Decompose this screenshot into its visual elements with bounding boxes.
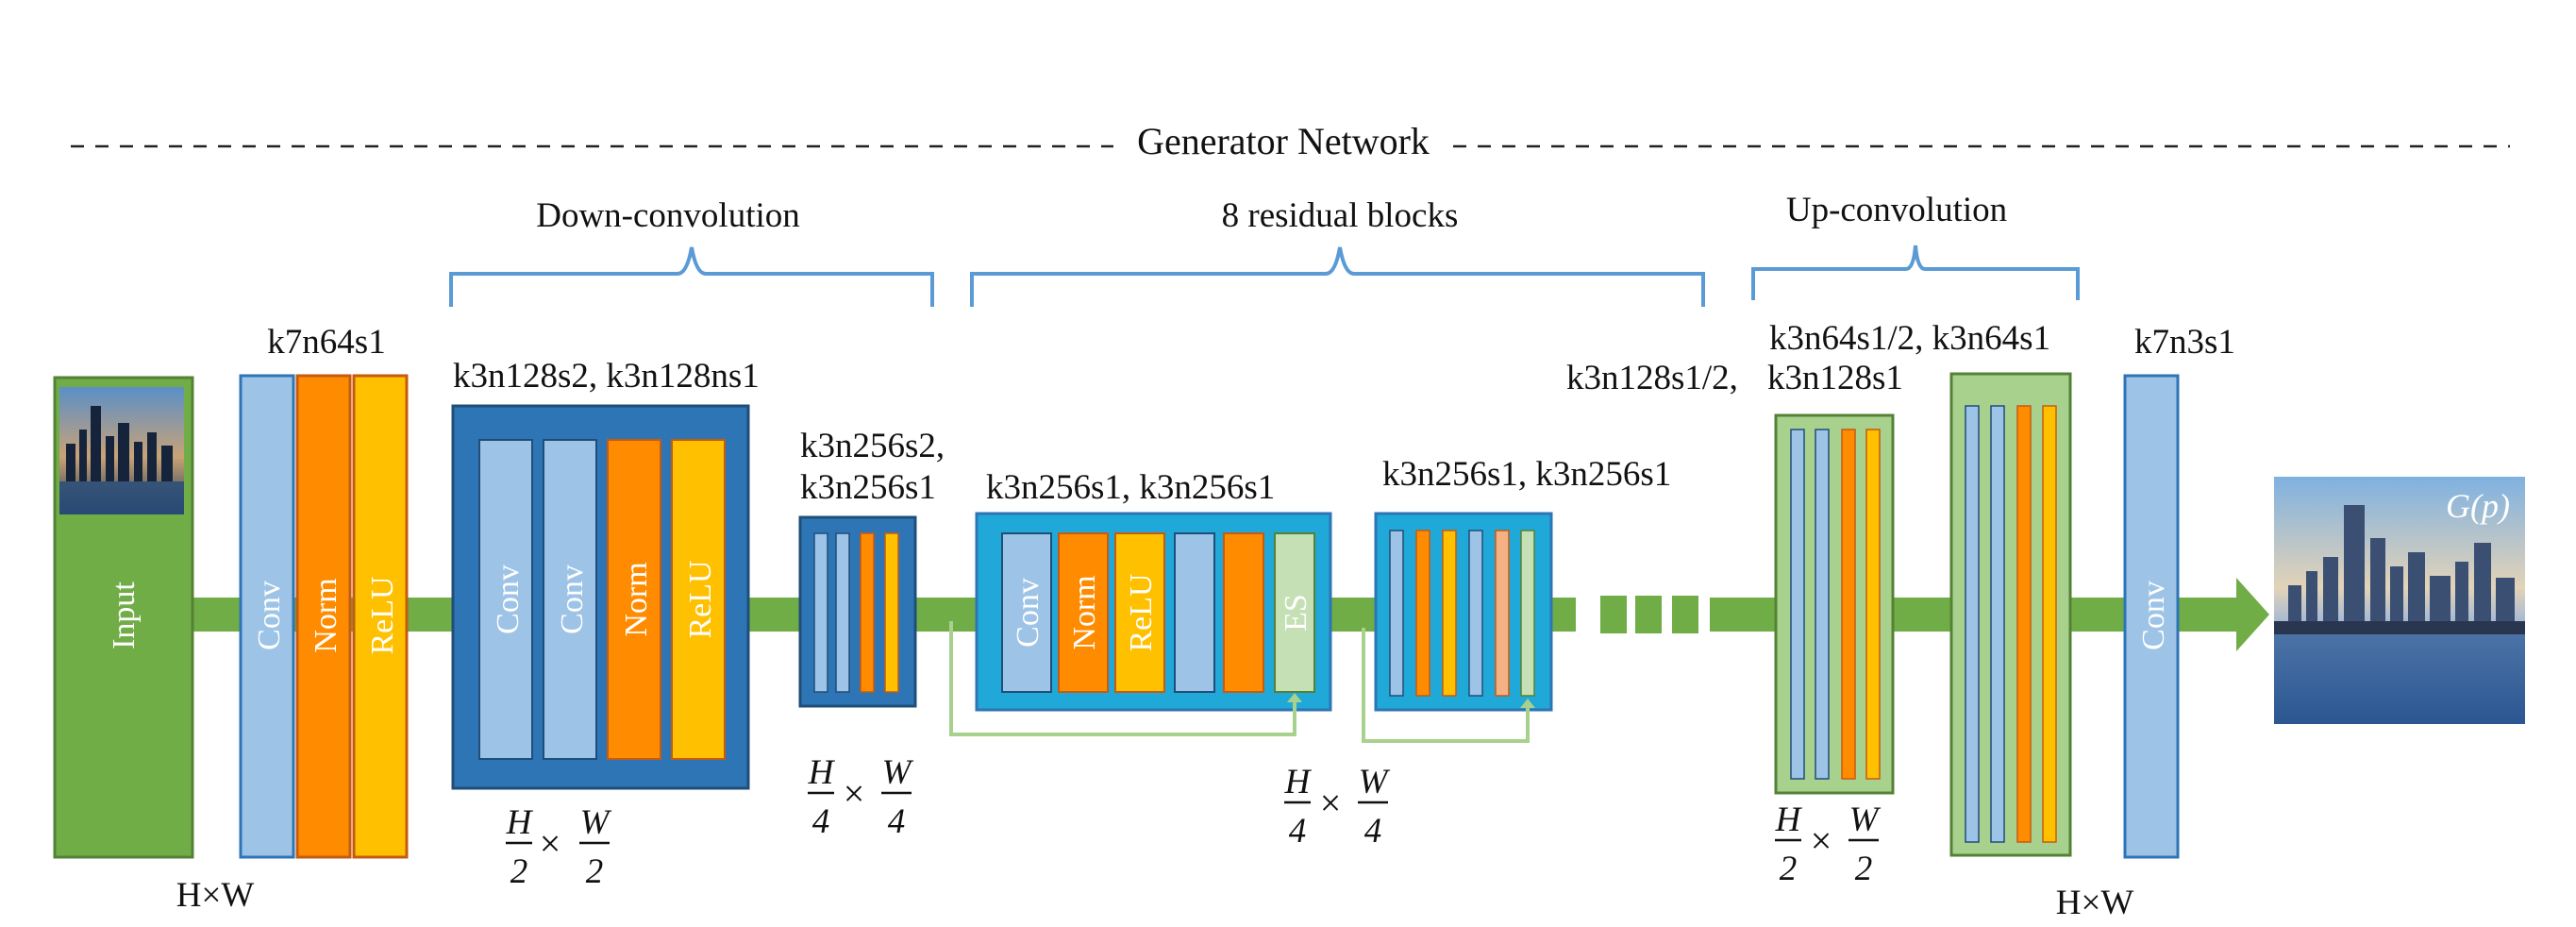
down-convolution-label: Down-convolution [536,196,800,235]
up-block-1 [1774,413,1895,795]
down-brace [449,246,934,307]
input-size: H×W [176,876,255,915]
down-block-2-size: H 4 × W 4 [808,753,914,841]
relu-label: ReLU [683,560,718,638]
conv-label: Conv [252,581,287,650]
residual-skip-2 [1362,628,1535,743]
output-label: G(p) [2446,487,2510,525]
residual-brace [970,246,1705,307]
first-conv-layer: Conv [239,374,295,859]
svg-text:W: W [882,753,914,792]
relu-label: ReLU [365,576,400,654]
up-block-1-label-line1: k3n128s1/2, [1566,359,1738,397]
k3n256s2-label: k3n256s2, [800,427,945,465]
up-block-2 [1949,372,2072,857]
down-block-1-size: H 2 × W 2 [506,803,612,891]
residual-skip-1 [949,621,1302,736]
relu-label: ReLU [1124,573,1159,651]
residual-blocks-label: 8 residual blocks [1222,196,1459,235]
svg-text:2: 2 [1780,850,1798,888]
down-block-2 [798,515,917,708]
svg-text:W: W [580,803,612,842]
norm-label: Norm [1067,575,1102,649]
input-label: Input [107,581,142,649]
up-convolution-label: Up-convolution [1786,191,2007,229]
svg-text:×: × [1320,782,1342,824]
residual-block-2 [1374,512,1553,712]
svg-text:×: × [1811,819,1832,862]
output-size: H×W [2056,884,2134,922]
svg-text:W: W [1359,763,1391,801]
down-block-label: k3n128s2, k3n128ns1 [453,357,760,396]
svg-text:H: H [808,753,836,792]
conv-label: Conv [491,565,526,634]
es-label: ES [1279,594,1313,632]
svg-text:4: 4 [1289,812,1307,851]
svg-text:H: H [506,803,534,842]
k7n64s1-label: k7n64s1 [267,323,385,362]
conv-label: Conv [1011,578,1045,648]
svg-text:4: 4 [1364,812,1382,851]
svg-text:W: W [1849,801,1882,839]
final-conv-layer: Conv [2123,374,2180,859]
conv-label: Conv [2136,581,2171,650]
svg-text:×: × [540,822,561,865]
svg-text:H: H [1284,763,1313,801]
svg-text:2: 2 [510,852,528,891]
svg-text:2: 2 [586,852,604,891]
down-block-1: Conv Conv Norm ReLU [451,404,750,790]
norm-label: Norm [619,562,654,636]
output-image: G(p) [2274,477,2525,724]
svg-text:×: × [844,772,865,815]
up-block-2-label: k3n64s1/2, k3n64s1 [1769,319,2050,358]
svg-text:H: H [1775,801,1803,839]
residual-block-2-label: k3n256s1, k3n256s1 [1382,455,1671,494]
residual-block-1-label: k3n256s1, k3n256s1 [986,468,1275,507]
residual-size: H 4 × W 4 [1284,763,1391,851]
input-block: Input [53,376,194,859]
svg-text:4: 4 [888,802,906,841]
up-block-1-label-line2: k3n128s1 [1767,359,1903,397]
k3n256s1-label: k3n256s1 [800,468,936,507]
residual-block-1: Conv Norm ReLU ES [975,512,1332,712]
norm-label: Norm [309,578,343,652]
up-brace [1751,244,2080,300]
diagram-title: Generator Network [1137,120,1430,162]
k7n3s1-label: k7n3s1 [2134,323,2235,362]
svg-text:4: 4 [812,802,830,841]
svg-text:2: 2 [1855,850,1873,888]
first-relu-layer: ReLU [352,374,409,859]
conv-label: Conv [555,565,590,634]
up-block-1-size: H 2 × W 2 [1775,801,1882,888]
first-norm-layer: Norm [295,374,352,859]
